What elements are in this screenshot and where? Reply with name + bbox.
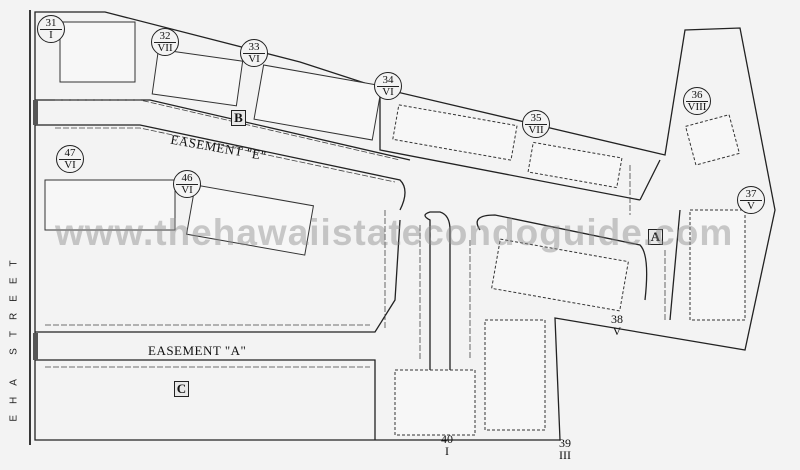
building-a-interior: [491, 238, 629, 312]
building-number: 37: [740, 188, 762, 201]
building-type: VI: [181, 183, 193, 196]
building-type: VI: [248, 52, 260, 65]
building-type: VIII: [687, 100, 707, 113]
building-number: 39: [559, 436, 571, 450]
building-number: 31: [40, 17, 62, 30]
building-type: VII: [157, 41, 173, 54]
area-label-a: A: [648, 229, 663, 245]
site-boundary: [34, 11, 776, 441]
building-33: [253, 64, 383, 141]
building-number: 47: [59, 147, 81, 160]
building-number: 38: [611, 312, 623, 326]
building-type: V: [612, 324, 622, 338]
building-number: 35: [525, 112, 547, 125]
building-38: [484, 319, 546, 431]
area-label-c: C: [174, 381, 189, 397]
building-number: 40: [441, 432, 453, 446]
building-type: VII: [528, 123, 544, 136]
building-number: 33: [243, 41, 265, 54]
building-number: 46: [176, 172, 198, 185]
building-type: III: [559, 448, 571, 462]
building-type: I: [49, 28, 53, 41]
building-35-b: [527, 141, 623, 189]
easement-a-label: EASEMENT "A": [148, 343, 247, 358]
building-31: [59, 21, 136, 83]
street-label: EHA STREET: [8, 249, 20, 422]
building-type: VI: [64, 158, 76, 171]
building-type: VI: [382, 85, 394, 98]
building-number: 34: [377, 74, 399, 87]
building-32: [151, 48, 244, 107]
building-46: [185, 184, 315, 256]
building-type: V: [747, 199, 755, 212]
building-type: I: [445, 444, 449, 458]
street-entrance-a: [33, 333, 38, 360]
watermark: www.thehawaiistatecondoguide.com: [55, 212, 734, 253]
building-37: [689, 209, 746, 321]
building-36: [684, 114, 741, 166]
street-entrance-e: [33, 100, 38, 125]
area-label-b: B: [231, 110, 246, 126]
building-number: 36: [686, 89, 708, 102]
building-40: [394, 369, 476, 436]
building-47: [44, 179, 176, 231]
building-35-a: [392, 104, 518, 161]
building-number: 32: [154, 30, 176, 43]
